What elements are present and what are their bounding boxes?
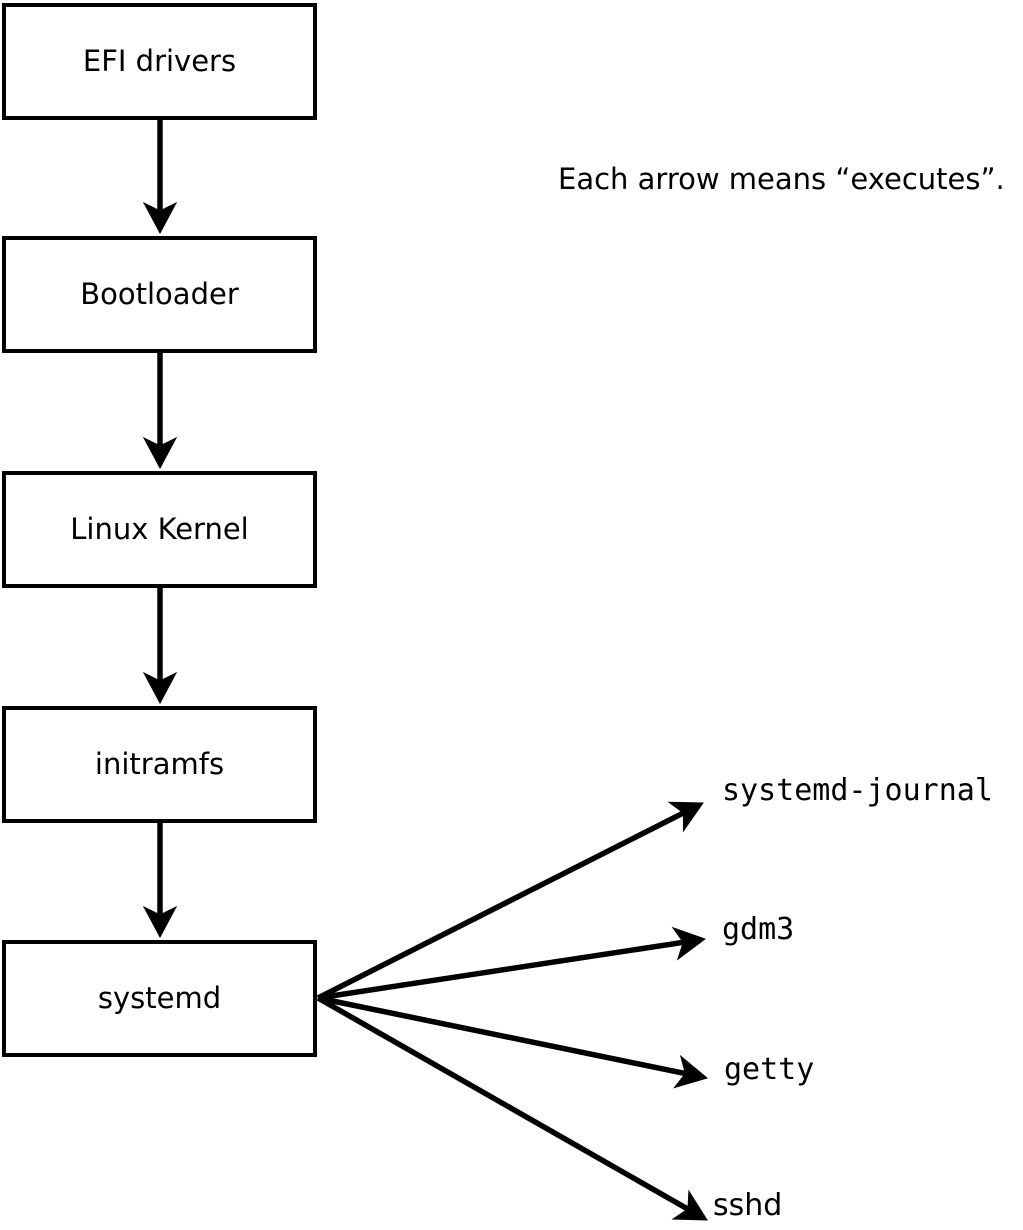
box-bootloader: Bootloader xyxy=(2,236,317,353)
arrow-efi-to-bootloader xyxy=(142,119,178,235)
box-initramfs-label: initramfs xyxy=(94,747,225,781)
label-sshd: sshd xyxy=(713,1188,783,1223)
label-getty: getty xyxy=(724,1052,815,1087)
arrow-systemd-to-sshd xyxy=(316,995,708,1221)
box-bootloader-label: Bootloader xyxy=(80,277,239,311)
arrow-initramfs-to-systemd xyxy=(142,822,178,939)
box-linux-kernel-label: Linux Kernel xyxy=(70,512,249,546)
box-initramfs: initramfs xyxy=(2,706,317,823)
box-efi-drivers-label: EFI drivers xyxy=(82,44,237,78)
box-efi-drivers: EFI drivers xyxy=(2,3,317,120)
arrow-systemd-to-getty xyxy=(317,995,709,1089)
box-systemd-label: systemd xyxy=(97,981,222,1015)
box-linux-kernel: Linux Kernel xyxy=(2,471,317,588)
label-gdm3: gdm3 xyxy=(722,912,795,947)
arrow-bootloader-to-kernel xyxy=(142,352,178,470)
arrow-kernel-to-initramfs xyxy=(142,587,178,705)
arrow-systemd-to-gdm3 xyxy=(317,926,707,1001)
label-systemd-journal: systemd-journal xyxy=(722,773,993,808)
arrow-systemd-to-journal xyxy=(316,801,704,1001)
box-systemd: systemd xyxy=(2,940,317,1057)
arrow-meaning-note: Each arrow means “executes”. xyxy=(558,162,1005,196)
